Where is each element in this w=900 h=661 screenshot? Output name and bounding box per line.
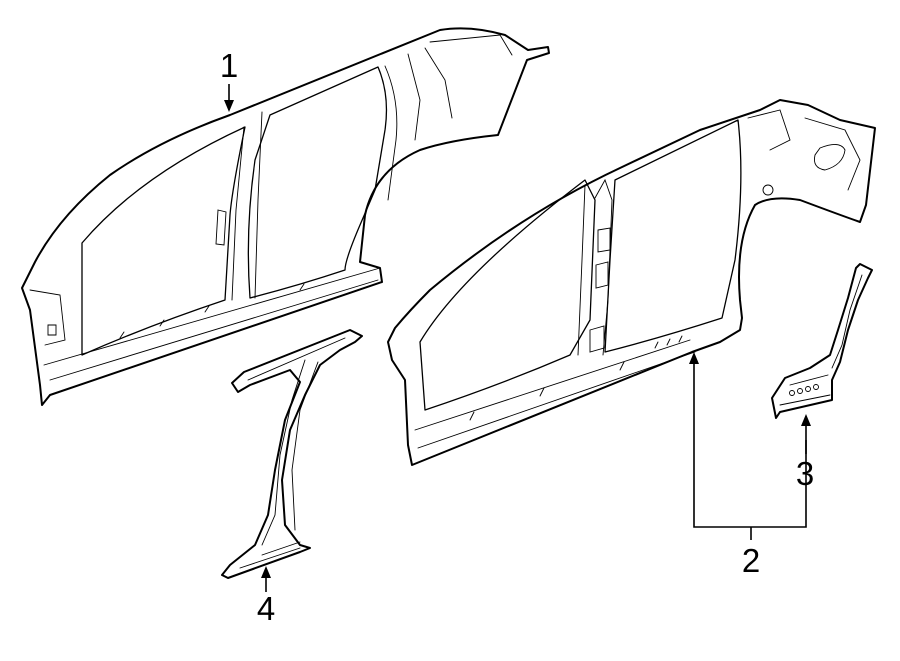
callout-2-leader — [689, 352, 811, 540]
callout-4-label: 4 — [257, 590, 275, 627]
callout-4-leader — [261, 566, 271, 592]
callout-1-label: 1 — [220, 47, 238, 84]
part-1-outer-side-panel — [21, 27, 550, 406]
part-3-rear-pillar — [771, 263, 873, 419]
part-4-center-pillar — [221, 329, 363, 579]
part-2-inner-side-panel — [387, 99, 876, 466]
callout-3-label: 3 — [796, 455, 814, 492]
callout-2-label: 2 — [742, 542, 760, 579]
callout-1-leader — [224, 84, 234, 112]
